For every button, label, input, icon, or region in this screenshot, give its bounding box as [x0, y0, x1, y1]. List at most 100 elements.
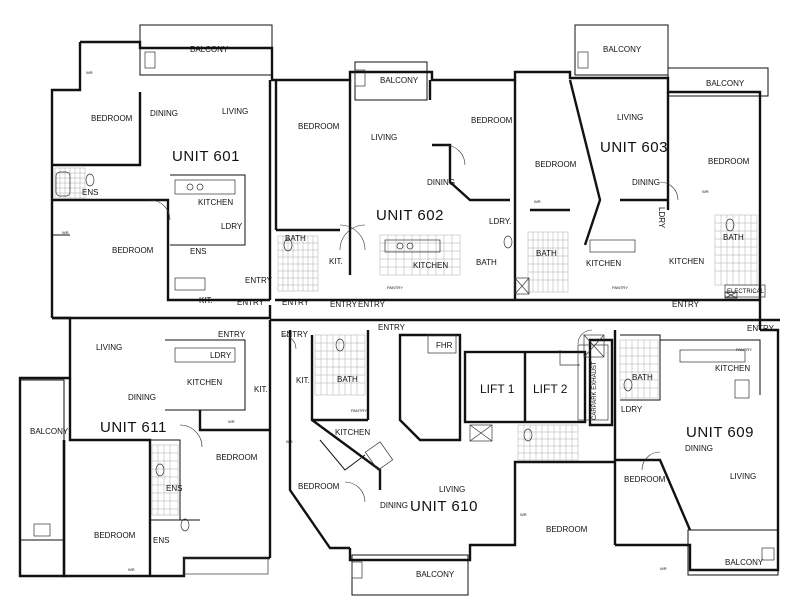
bedroom-label: BEDROOM	[708, 157, 750, 166]
kitchen-label: KITCHEN	[586, 259, 621, 268]
tile-603-ens	[714, 214, 758, 286]
bathtub	[183, 557, 269, 575]
bath-label: BATH	[285, 234, 306, 243]
kit-label: KIT.	[254, 385, 268, 394]
hwu	[577, 51, 589, 69]
bath-label: BATH	[632, 373, 653, 382]
laundry-label: LDRY	[210, 351, 232, 360]
toilet	[523, 428, 533, 442]
balcony-603-a	[574, 24, 669, 76]
unit-names: UNIT 601 UNIT 602 UNIT 603 UNIT 609 UNIT…	[100, 139, 754, 515]
pantry-label: PANTRY	[612, 285, 628, 290]
bath-label: BATH	[536, 249, 557, 258]
electrical-label: ELECTRICAL	[727, 289, 765, 295]
bedroom-label: BEDROOM	[216, 453, 258, 462]
tile-609-bath	[619, 339, 659, 399]
balcony-611	[19, 379, 65, 541]
unit-611-label: UNIT 611	[100, 419, 167, 436]
door-swings	[149, 144, 679, 503]
bath-label: BATH	[476, 258, 497, 267]
toilet	[180, 518, 190, 532]
entry-label: ENTRY	[281, 330, 309, 339]
kitchen-bench	[384, 239, 441, 253]
unit-609-label: UNIT 609	[686, 424, 754, 441]
entry-label: ENTRY	[747, 324, 775, 333]
bath-label: BATH	[723, 233, 744, 242]
bath-label: BATH	[337, 375, 358, 384]
lobby-return	[559, 350, 580, 366]
bedroom-label: BEDROOM	[94, 531, 136, 540]
toilet	[155, 463, 165, 477]
wr-label: WR	[286, 439, 293, 444]
tile-602-bath	[277, 235, 319, 292]
balcony-label: BALCONY	[603, 45, 642, 54]
fire-hose-reel	[427, 334, 457, 354]
balcony-603-b	[667, 67, 769, 97]
kitchen-island	[364, 441, 394, 471]
unit-602-label: UNIT 602	[376, 207, 444, 224]
laundry-label: LDRY	[621, 405, 643, 414]
bedroom-label: BEDROOM	[112, 246, 154, 255]
toilet	[623, 378, 633, 392]
balcony-label: BALCONY	[416, 570, 455, 579]
balcony-601	[139, 24, 273, 76]
wr-label: WR	[86, 70, 93, 75]
dining-label: DINING	[128, 393, 156, 402]
bedroom-label: BEDROOM	[471, 116, 513, 125]
bedroom-label: BEDROOM	[91, 114, 133, 123]
toilet	[725, 218, 735, 232]
kitchen-bench	[734, 379, 750, 399]
bathtub	[174, 277, 206, 291]
entry-label: ENTRY	[245, 276, 273, 285]
kitchen-label: KITCHEN	[413, 261, 448, 270]
balcony-label: BALCONY	[380, 76, 419, 85]
fixtures	[33, 51, 775, 579]
tile-610-bath	[314, 334, 366, 396]
hwu	[761, 547, 775, 561]
kit-label: KIT.	[329, 257, 343, 266]
wr-label: WR	[534, 199, 541, 204]
hwu	[144, 51, 156, 69]
toilet	[503, 235, 513, 249]
bedroom-label: BEDROOM	[546, 525, 588, 534]
tile-603-bath	[527, 231, 569, 293]
kitchen-label: KITCHEN	[198, 198, 233, 207]
carpark-exhaust-label: CARPARK EXHAUST	[592, 361, 598, 420]
interior-walls	[52, 79, 780, 575]
wr-label: WR	[128, 567, 135, 572]
laundry-label: LDRY.	[489, 217, 511, 226]
entry-label: ENTRY	[358, 300, 386, 309]
kitchen-label: KITCHEN	[187, 378, 222, 387]
living-label: LIVING	[96, 343, 122, 352]
bedroom-label: BEDROOM	[298, 122, 340, 131]
tile-610-ens	[517, 424, 579, 461]
shaft	[469, 424, 493, 442]
room-labels: BALCONY BALCONY BALCONY BALCONY BALCONY …	[30, 45, 775, 579]
toilet	[335, 338, 345, 352]
balcony-label: BALCONY	[706, 79, 745, 88]
toilet	[85, 173, 95, 187]
laundry-label: LDRY	[221, 222, 243, 231]
dining-label: DINING	[150, 109, 178, 118]
pantry-label: PANTRY	[387, 285, 403, 290]
dining-label: DINING	[632, 178, 660, 187]
bedroom-label: BEDROOM	[298, 482, 340, 491]
entry-label: ENTRY	[330, 300, 358, 309]
hwu	[354, 69, 366, 87]
tile-602-kitchen	[379, 234, 461, 276]
kitchen-bench	[679, 349, 746, 363]
kitchen-label: KITCHEN	[715, 364, 750, 373]
wr-label: WR	[702, 189, 709, 194]
balcony-label: BALCONY	[190, 45, 229, 54]
exterior-walls	[18, 40, 780, 578]
toilet	[283, 238, 293, 252]
ens-label: ENS	[153, 536, 169, 545]
wr-label: WR	[228, 419, 235, 424]
pantry-label: PANTRY	[736, 347, 752, 352]
kitchen-bench	[589, 239, 636, 253]
ens-label: ENS	[190, 247, 206, 256]
bedroom-label: BEDROOM	[624, 475, 666, 484]
hwu	[33, 523, 51, 537]
fhr-label: FHR	[436, 341, 453, 350]
